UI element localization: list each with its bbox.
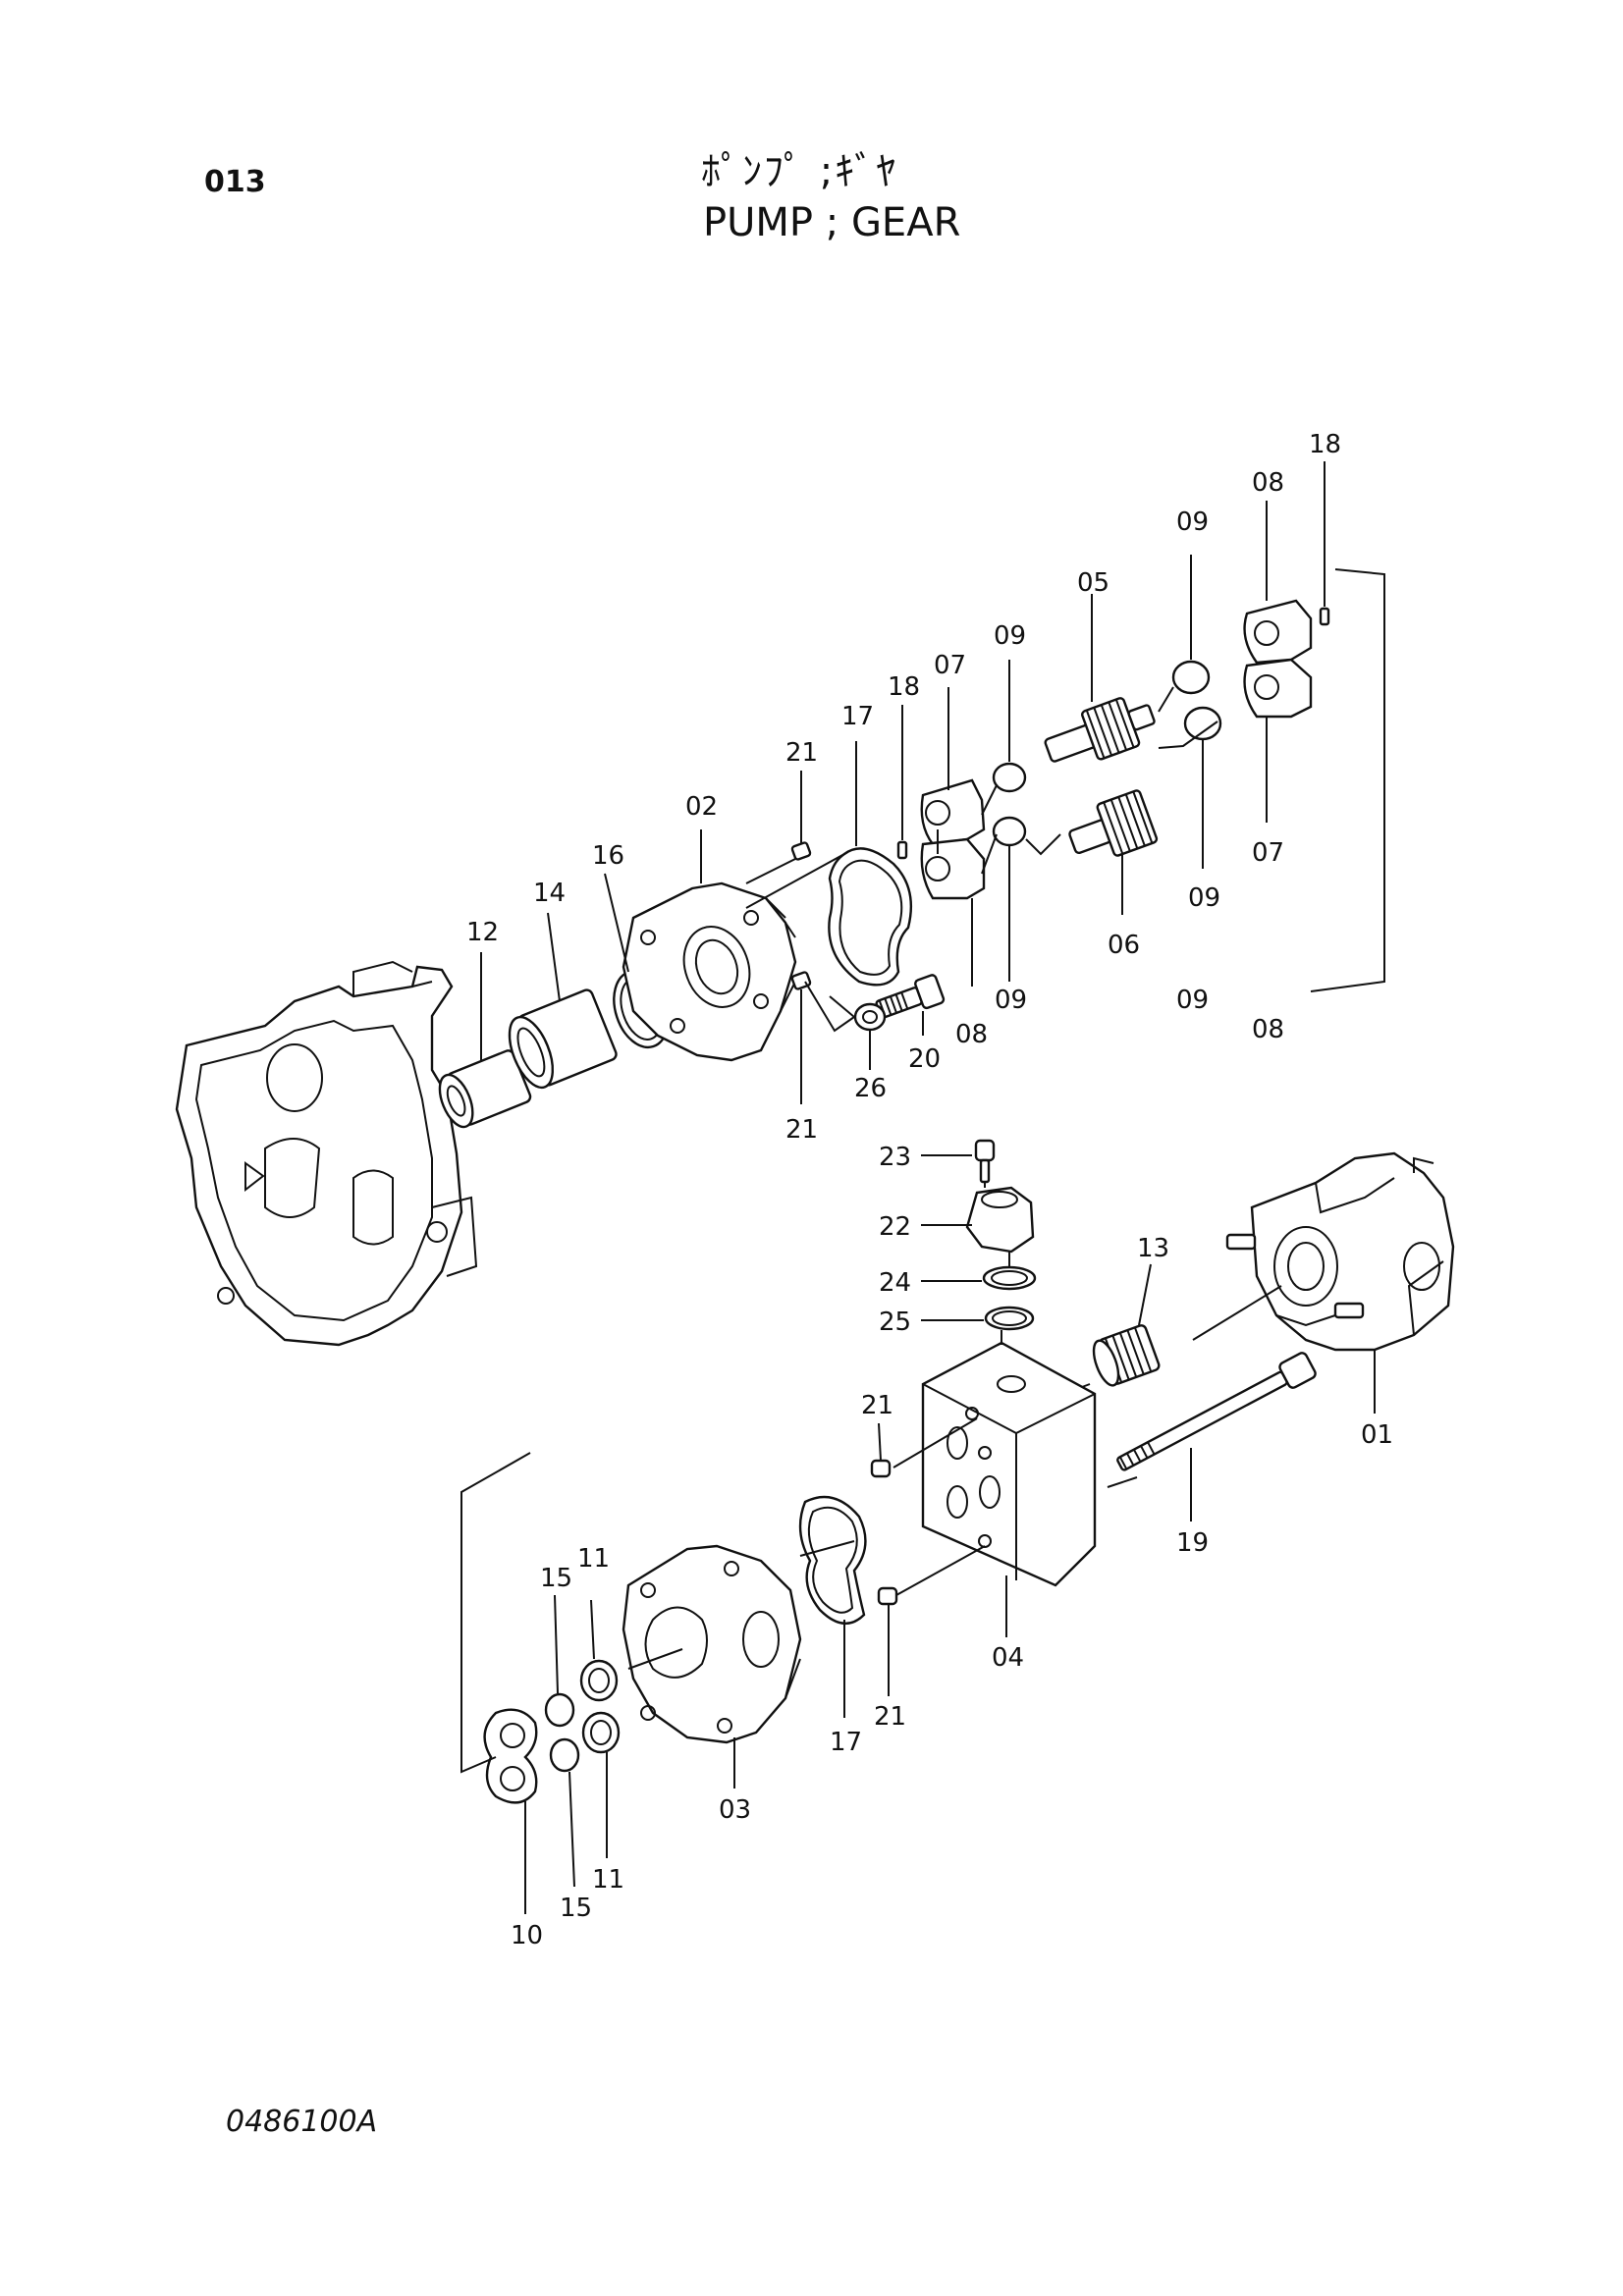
callout-15: 15 bbox=[540, 1564, 572, 1593]
callout-18: 18 bbox=[888, 672, 920, 702]
callout-17: 17 bbox=[830, 1728, 862, 1757]
callout-20: 20 bbox=[908, 1044, 941, 1074]
callout-05: 05 bbox=[1077, 568, 1109, 598]
callout-10: 10 bbox=[511, 1921, 543, 1950]
callout-21: 21 bbox=[785, 738, 818, 768]
callout-18: 18 bbox=[1309, 430, 1341, 459]
callout-24: 24 bbox=[879, 1268, 911, 1298]
page-number: 013 bbox=[204, 165, 266, 199]
diagram-title: PUMP ; GEAR bbox=[703, 200, 961, 245]
callout-17: 17 bbox=[841, 702, 874, 731]
callout-13: 13 bbox=[1137, 1234, 1169, 1263]
pump-housing-drawing bbox=[175, 960, 478, 1347]
callout-01: 01 bbox=[1361, 1420, 1393, 1450]
callout-19: 19 bbox=[1176, 1528, 1209, 1558]
callout-11: 11 bbox=[592, 1865, 624, 1895]
callout-23: 23 bbox=[879, 1143, 911, 1172]
callout-11: 11 bbox=[577, 1544, 610, 1574]
callout-04: 04 bbox=[992, 1643, 1024, 1673]
callout-03: 03 bbox=[719, 1795, 751, 1825]
callout-09: 09 bbox=[1176, 507, 1209, 537]
callout-02: 02 bbox=[685, 792, 718, 822]
callout-21: 21 bbox=[861, 1391, 893, 1420]
callout-labels: 18 08 09 05 09 07 18 17 21 02 16 14 12 0… bbox=[466, 430, 1393, 1950]
callout-12: 12 bbox=[466, 918, 499, 947]
pump-assembly-drawing bbox=[1050, 1151, 1455, 1400]
drawing-code: 0486100A bbox=[226, 2105, 378, 2139]
upper-parts-drawing bbox=[438, 568, 1385, 1129]
callout-07: 07 bbox=[934, 651, 966, 680]
lower-parts-drawing bbox=[460, 1452, 867, 1804]
callout-07: 07 bbox=[1252, 838, 1284, 868]
callout-06: 06 bbox=[1108, 931, 1140, 960]
callout-15: 15 bbox=[560, 1894, 592, 1923]
callout-08: 08 bbox=[955, 1020, 988, 1049]
callout-09: 09 bbox=[1176, 986, 1209, 1015]
callout-26: 26 bbox=[854, 1074, 887, 1103]
callout-21: 21 bbox=[874, 1702, 906, 1732]
callout-09: 09 bbox=[995, 986, 1027, 1015]
diagram-title-japanese: ﾎﾟﾝﾌﾟ ;ｷﾞﾔ bbox=[701, 149, 898, 194]
callout-14: 14 bbox=[533, 879, 566, 908]
callout-08: 08 bbox=[1252, 1015, 1284, 1044]
callout-22: 22 bbox=[879, 1212, 911, 1242]
callout-leaders bbox=[480, 461, 1376, 1914]
callout-08: 08 bbox=[1252, 468, 1284, 498]
callout-16: 16 bbox=[592, 841, 624, 871]
callout-09: 09 bbox=[994, 621, 1026, 651]
callout-21: 21 bbox=[785, 1115, 818, 1145]
callout-09: 09 bbox=[1188, 883, 1220, 913]
callout-25: 25 bbox=[879, 1308, 911, 1337]
valve-block-drawing bbox=[870, 1139, 1317, 1606]
